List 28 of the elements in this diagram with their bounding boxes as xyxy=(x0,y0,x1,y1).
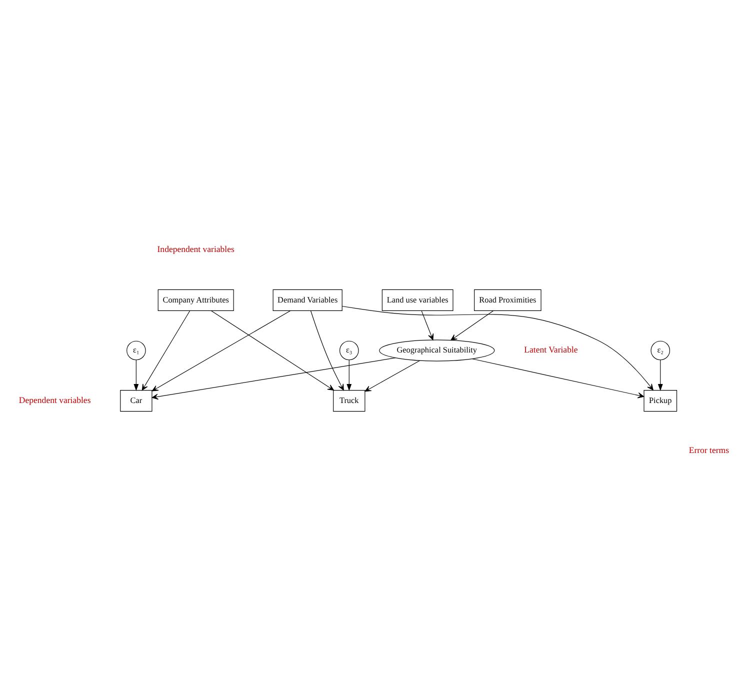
label: Error terms xyxy=(688,444,730,455)
node-circle: ε₂ xyxy=(650,340,670,360)
arrow xyxy=(152,310,291,391)
arrow xyxy=(134,359,139,391)
arrow xyxy=(142,310,190,390)
node-box: Pickup xyxy=(644,390,678,412)
label: Independent variables xyxy=(157,243,234,254)
node-circle: ε₁ xyxy=(126,340,146,360)
node-circle: ε₃ xyxy=(339,340,359,360)
arrow xyxy=(211,310,334,390)
node-box: Demand Variables xyxy=(272,288,342,310)
arrow xyxy=(658,359,663,391)
label: Latent Variable xyxy=(524,344,578,354)
arrow xyxy=(346,359,352,391)
label: Dependent variables xyxy=(18,394,91,404)
node-box: Truck xyxy=(333,390,366,412)
node-box: Road Proximities xyxy=(474,288,542,310)
node-ellipse: Geographical Suitability xyxy=(379,339,495,361)
arrow xyxy=(364,360,420,392)
arrow xyxy=(342,305,654,390)
arrow xyxy=(152,357,396,400)
arrow xyxy=(310,310,344,390)
node-box: Car xyxy=(120,390,152,412)
arrow xyxy=(450,310,494,340)
arrow xyxy=(421,310,434,340)
node-box: Company Attributes xyxy=(158,288,234,310)
arrow xyxy=(472,358,644,398)
node-box: Land use variables xyxy=(382,288,454,310)
